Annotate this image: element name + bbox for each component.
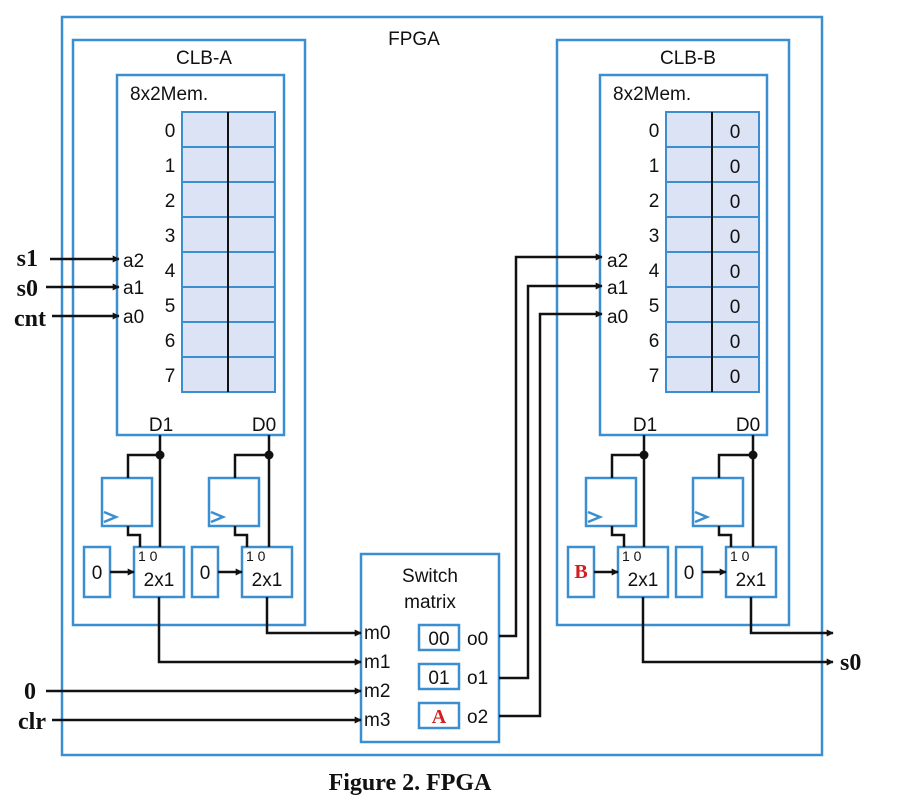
switch-input-m0: m0 bbox=[364, 623, 390, 644]
switch-config-o1: 01 bbox=[428, 668, 449, 689]
row-label: 7 bbox=[165, 366, 176, 387]
cell-value: 0 bbox=[730, 227, 741, 248]
mux-label: 2x1 bbox=[736, 570, 767, 591]
output-label-s0: s0 bbox=[840, 650, 861, 676]
clb-b-row-labels: 0 1 2 3 4 5 6 7 bbox=[649, 121, 660, 387]
input-label-cnt: cnt bbox=[14, 306, 46, 332]
clb-a-memory-cells bbox=[181, 111, 276, 393]
input-label-zero: 0 bbox=[24, 679, 36, 705]
clb-b-box bbox=[555, 38, 791, 627]
fpga-label: FPGA bbox=[388, 29, 440, 50]
const-value: B bbox=[574, 561, 587, 583]
switch-config-box-o1 bbox=[417, 662, 461, 691]
switch-input-m1: m1 bbox=[364, 652, 390, 673]
mux-label: 2x1 bbox=[252, 570, 283, 591]
switch-config-box-o0 bbox=[417, 623, 461, 652]
const-value: 0 bbox=[200, 563, 211, 584]
clb-a-label: CLB-A bbox=[176, 48, 232, 69]
figure-caption: Figure 2. FPGA bbox=[329, 770, 493, 796]
cell-value: 0 bbox=[730, 297, 741, 318]
data-label-d0: D0 bbox=[252, 415, 276, 436]
clb-b-flipflop-2 bbox=[691, 476, 745, 528]
clb-b-mem-label: 8x2Mem. bbox=[613, 84, 691, 105]
data-label-d1: D1 bbox=[633, 415, 657, 436]
clb-b-wires bbox=[594, 435, 758, 576]
switch-title-line2: matrix bbox=[404, 592, 456, 613]
cell-value: 0 bbox=[730, 157, 741, 178]
clb-b-flipflop-1 bbox=[584, 476, 638, 528]
switch-matrix: Switch matrix m0 m1 m2 m3 00 01 A o0 o1 … bbox=[359, 552, 501, 744]
addr-label-a2: a2 bbox=[123, 251, 144, 272]
mux-sel-labels: 1 0 bbox=[138, 548, 158, 564]
row-label: 3 bbox=[649, 226, 660, 247]
switch-output-o2: o2 bbox=[467, 707, 488, 728]
clb-b-label: CLB-B bbox=[660, 48, 716, 69]
row-label: 6 bbox=[165, 331, 176, 352]
clb-a-flipflop-1 bbox=[100, 476, 154, 528]
row-label: 0 bbox=[165, 121, 176, 142]
switch-config-o2: A bbox=[432, 706, 447, 728]
clb-a-external-inputs: s1 s0 cnt bbox=[14, 246, 120, 332]
interconnect-wires bbox=[46, 253, 834, 724]
addr-label-a0: a0 bbox=[123, 307, 144, 328]
clb-a-row-labels: 0 1 2 3 4 5 6 7 bbox=[165, 121, 176, 387]
addr-label-a1: a1 bbox=[607, 278, 628, 299]
mux-sel-labels: 1 0 bbox=[246, 548, 266, 564]
row-label: 2 bbox=[165, 191, 176, 212]
row-label: 0 bbox=[649, 121, 660, 142]
clb-b: CLB-B 8x2Mem. 0 1 2 3 4 5 6 7 0 0 bbox=[555, 38, 791, 627]
const-value: 0 bbox=[684, 563, 695, 584]
row-label: 4 bbox=[649, 261, 660, 282]
addr-label-a1: a1 bbox=[123, 278, 144, 299]
switch-config-o0: 00 bbox=[428, 629, 449, 650]
clb-b-memory-cells bbox=[665, 111, 760, 393]
switch-matrix-box bbox=[359, 552, 501, 744]
cell-value: 0 bbox=[730, 122, 741, 143]
row-label: 7 bbox=[649, 366, 660, 387]
switch-input-m3: m3 bbox=[364, 710, 390, 731]
input-label-s0: s0 bbox=[17, 276, 38, 302]
data-label-d1: D1 bbox=[149, 415, 173, 436]
cell-value: 0 bbox=[730, 332, 741, 353]
switch-output-o1: o1 bbox=[467, 668, 488, 689]
clb-a: CLB-A 8x2Mem. 0 1 2 3 4 5 6 7 a2 a1 a0 bbox=[71, 38, 307, 627]
switch-title-line1: Switch bbox=[402, 566, 458, 587]
clb-a-wires bbox=[110, 435, 274, 576]
row-label: 6 bbox=[649, 331, 660, 352]
row-label: 5 bbox=[165, 296, 176, 317]
clb-a-memory-box bbox=[115, 73, 286, 437]
switch-output-o0: o0 bbox=[467, 629, 488, 650]
switch-input-m2: m2 bbox=[364, 681, 390, 702]
data-label-d0: D0 bbox=[736, 415, 760, 436]
row-label: 1 bbox=[649, 156, 660, 177]
mux-sel-labels: 1 0 bbox=[730, 548, 750, 564]
cell-value: 0 bbox=[730, 367, 741, 388]
row-label: 3 bbox=[165, 226, 176, 247]
mux-label: 2x1 bbox=[144, 570, 175, 591]
clb-a-mem-label: 8x2Mem. bbox=[130, 84, 208, 105]
clb-b-d0-values: 0 0 0 0 0 0 0 0 bbox=[730, 122, 741, 388]
clb-a-box bbox=[71, 38, 307, 627]
input-label-clr: clr bbox=[18, 709, 46, 735]
const-value: 0 bbox=[92, 563, 103, 584]
row-label: 5 bbox=[649, 296, 660, 317]
row-label: 4 bbox=[165, 261, 176, 282]
row-label: 1 bbox=[165, 156, 176, 177]
fpga-box bbox=[60, 15, 824, 757]
addr-label-a2: a2 bbox=[607, 251, 628, 272]
mux-sel-labels: 1 0 bbox=[622, 548, 642, 564]
switch-config-box-o2 bbox=[417, 701, 461, 730]
row-label: 2 bbox=[649, 191, 660, 212]
clb-a-flipflop-2 bbox=[207, 476, 261, 528]
cell-value: 0 bbox=[730, 192, 741, 213]
addr-label-a0: a0 bbox=[607, 307, 628, 328]
input-label-s1: s1 bbox=[17, 246, 38, 272]
cell-value: 0 bbox=[730, 262, 741, 283]
mux-label: 2x1 bbox=[628, 570, 659, 591]
